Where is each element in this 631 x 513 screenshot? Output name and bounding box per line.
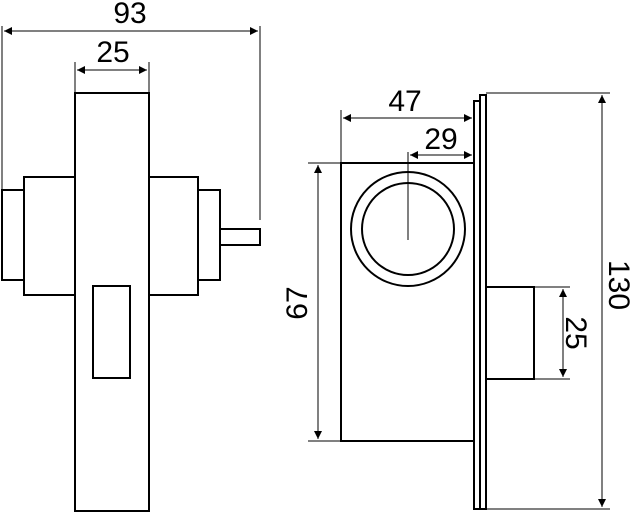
dimension-overall-width: 93: [113, 0, 146, 30]
latch-bolt: [485, 286, 535, 380]
side-view: 47 29 67 130 25: [281, 85, 631, 510]
dimension-cylinder-offset: 29: [424, 123, 457, 156]
front-view: 93 25: [1, 0, 261, 512]
key-slot: [92, 285, 131, 379]
dimension-body-height: 67: [281, 286, 314, 319]
left-hub: [23, 176, 77, 296]
dimension-body-width: 25: [96, 36, 129, 69]
dimension-depth: 47: [388, 85, 421, 118]
dimension-bolt-height: 25: [559, 316, 592, 349]
right-knob: [197, 189, 221, 281]
dimension-plate-height: 130: [602, 260, 631, 310]
right-hub: [147, 176, 199, 296]
left-knob: [1, 189, 27, 281]
spindle: [219, 228, 261, 246]
